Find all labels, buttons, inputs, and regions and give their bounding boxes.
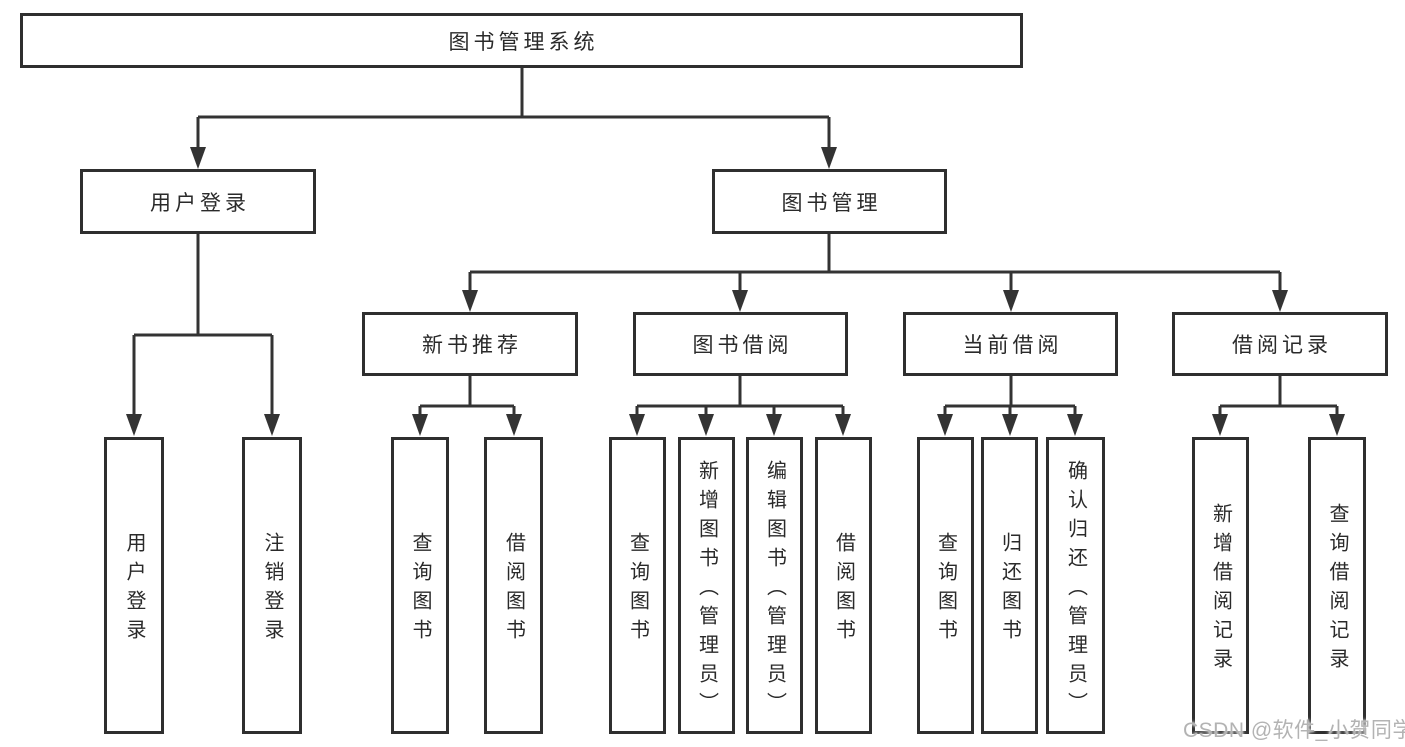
leaf-borrow-books-2: 借阅图书: [815, 437, 872, 734]
node-label: 新增借阅记录: [1209, 503, 1232, 677]
node-book-management: 图书管理: [712, 169, 947, 234]
node-label: 图书管理: [781, 191, 882, 215]
leaf-logout: 注销登录: [242, 437, 302, 734]
leaf-add-borrow-record: 新增借阅记录: [1192, 437, 1249, 734]
node-label: 图书管理系统: [448, 30, 599, 54]
leaf-query-books-3: 查询图书: [917, 437, 974, 734]
node-label: 新书推荐: [422, 334, 522, 357]
node-current-borrowing: 当前借阅: [903, 312, 1118, 376]
leaf-edit-books-admin: 编辑图书（管理员）: [746, 437, 803, 734]
node-library-management-system: 图书管理系统: [20, 13, 1023, 68]
leaf-user-login: 用户登录: [104, 437, 164, 734]
node-label: 注销登录: [261, 532, 283, 648]
node-label: 编辑图书（管理员）: [763, 459, 786, 721]
node-borrowing-records: 借阅记录: [1172, 312, 1388, 376]
node-label: 确认归还（管理员）: [1064, 459, 1087, 721]
node-label: 新增图书（管理员）: [695, 459, 718, 721]
node-label: 查询借阅记录: [1326, 503, 1348, 677]
node-label: 归还图书: [998, 532, 1021, 648]
node-label: 借阅图书: [502, 532, 525, 648]
leaf-borrow-books-1: 借阅图书: [484, 437, 543, 734]
leaf-confirm-return-admin: 确认归还（管理员）: [1046, 437, 1105, 734]
node-label: 用户登录: [123, 532, 145, 648]
node-label: 查询图书: [409, 532, 431, 648]
node-label: 用户登录: [150, 191, 250, 215]
leaf-query-books-1: 查询图书: [391, 437, 449, 734]
node-label: 当前借阅: [962, 334, 1063, 357]
node-label: 查询图书: [626, 532, 649, 648]
node-label: 借阅图书: [832, 532, 855, 648]
csdn-watermark: CSDN @软件_小贺同学: [1183, 719, 1405, 742]
node-book-borrowing: 图书借阅: [633, 312, 848, 376]
node-label: 图书借阅: [692, 334, 793, 357]
node-label: 查询图书: [934, 532, 957, 648]
node-new-book-recommendation: 新书推荐: [362, 312, 578, 376]
leaf-return-books: 归还图书: [981, 437, 1038, 734]
leaf-query-borrow-record: 查询借阅记录: [1308, 437, 1366, 734]
leaf-query-books-2: 查询图书: [609, 437, 666, 734]
node-label: 借阅记录: [1232, 334, 1332, 357]
leaf-add-books-admin: 新增图书（管理员）: [678, 437, 735, 734]
node-user-login: 用户登录: [80, 169, 316, 234]
